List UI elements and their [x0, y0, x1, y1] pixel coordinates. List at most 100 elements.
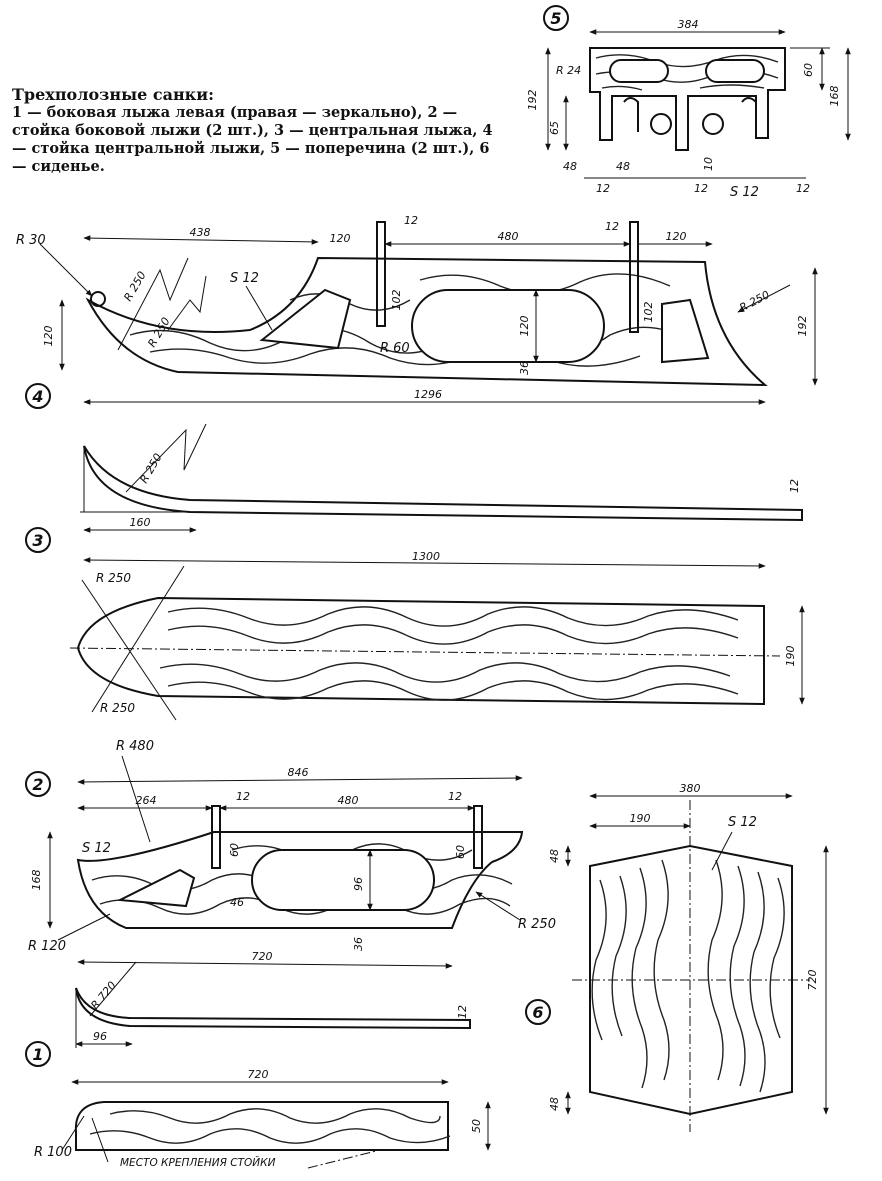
dim-120c: 120 [518, 316, 531, 337]
wood-grain [129, 273, 691, 367]
dim-r60: R 60 [380, 341, 410, 356]
dim-r720: R 720 [88, 979, 119, 1012]
part3-central-ski: 3 R 250 160 12 1300 R 250 R 250 190 [25, 423, 805, 721]
part-number-circle [25, 1041, 51, 1067]
label-s12: S 12 [230, 271, 259, 286]
leader-line [711, 831, 733, 871]
dim-120a: 120 [330, 232, 351, 245]
part-number-6: 6 [532, 1003, 543, 1022]
part-number-1: 1 [32, 1045, 43, 1064]
dim-160: 160 [130, 516, 151, 529]
label-s12: S 12 [728, 815, 757, 830]
dim-96: 96 [352, 877, 365, 891]
dim-r250: R 250 [518, 917, 556, 932]
leader-line [307, 1149, 381, 1169]
rounded-notches [623, 97, 757, 132]
dim-438: 438 [190, 226, 211, 239]
right-cutout [661, 298, 710, 364]
leader-line [61, 1115, 85, 1151]
dim-r250a: R 250 [137, 451, 164, 485]
dim-line [83, 235, 319, 245]
dim-36: 36 [518, 361, 531, 375]
dim-60a: 60 [228, 843, 241, 857]
caption-title: Трехполозные санки: [12, 85, 215, 104]
label-s12: S 12 [730, 185, 759, 200]
dim-12: 12 [788, 479, 801, 493]
part-number-5: 5 [550, 9, 561, 28]
wood-grain [159, 606, 739, 701]
triangular-cutout [259, 288, 352, 350]
leader-line [737, 284, 791, 313]
dim-r250b: R 250 [145, 315, 172, 349]
dim-102a: 102 [390, 290, 403, 311]
dim-1300: 1300 [412, 550, 440, 563]
part-number-2: 2 [32, 775, 43, 794]
part-number-circle [25, 771, 51, 797]
dim-384: 384 [678, 18, 699, 31]
leader-line [39, 243, 93, 297]
dim-102b: 102 [642, 302, 655, 323]
bolt-hole-left [650, 113, 672, 135]
dim-50: 50 [470, 1119, 483, 1133]
dim-r480: R 480 [116, 739, 154, 754]
part-number-circle [25, 527, 51, 553]
dim-12: 12 [456, 1005, 469, 1019]
dim-line [77, 959, 453, 969]
dim-12a: 12 [236, 790, 250, 803]
part5-crossbar: 5 384 192 R 24 65 48 48 12 12 12 10 S 12… [526, 5, 851, 200]
dim-48a: 48 [548, 849, 561, 863]
dim-12b: 12 [605, 220, 619, 233]
dim-r100: R 100 [34, 1145, 72, 1160]
dim-12b: 12 [448, 790, 462, 803]
dim-1296: 1296 [414, 388, 442, 401]
dim-480: 480 [498, 230, 519, 243]
dim-96: 96 [93, 1030, 107, 1043]
dim-r24: R 24 [556, 64, 581, 77]
radius-line [91, 565, 185, 713]
dim-192: 192 [526, 90, 539, 111]
dim-120v: 120 [42, 326, 55, 347]
ski-top-view [74, 1101, 449, 1151]
crossbar-slot-left [609, 59, 669, 83]
part-number-circle [25, 383, 51, 409]
part2-side-stand: 2 R 480 846 264 12 480 12 S 12 168 60 60… [25, 739, 556, 969]
leader-line [57, 913, 111, 941]
radius-zigzag [125, 423, 207, 493]
leader-line [91, 1117, 109, 1163]
oval-cutout [411, 289, 605, 363]
dim-r120: R 120 [28, 939, 66, 954]
dim-12a: 12 [404, 214, 418, 227]
crossbar-slot-right [705, 59, 765, 83]
ski-side-profile [83, 445, 803, 522]
dim-380: 380 [680, 782, 701, 795]
center-line [69, 647, 781, 657]
dim-168: 168 [30, 870, 43, 891]
dim-10: 10 [702, 157, 715, 171]
radius-line [89, 961, 137, 1017]
dim-846: 846 [288, 766, 309, 779]
dim-190: 190 [630, 812, 651, 825]
pivot-circle [90, 291, 106, 307]
radius-zigzag [117, 257, 189, 351]
oval-cutout [251, 849, 435, 911]
dim-line [83, 557, 766, 569]
dim-120b: 120 [666, 230, 687, 243]
dim-60b: 60 [454, 845, 467, 859]
dim-480: 480 [338, 794, 359, 807]
part-number-circle [525, 999, 551, 1025]
dim-264: 264 [136, 794, 157, 807]
dim-48b: 48 [548, 1097, 561, 1111]
mount-point-label: МЕСТО КРЕПЛЕНИЯ СТОЙКИ [120, 1156, 276, 1169]
dim-line [77, 775, 523, 785]
wood-grain [595, 54, 779, 91]
slot-left [376, 221, 386, 327]
dim-r250c: R 250 [100, 701, 135, 715]
dim-168: 168 [828, 86, 841, 107]
dim-48a: 48 [563, 160, 577, 173]
figure-caption: Трехполозные санки: 1 — боковая лыжа лев… [12, 86, 502, 176]
radius-zigzag [167, 275, 207, 331]
dim-192: 192 [796, 316, 809, 337]
ski-top-view [76, 596, 765, 706]
ski-side-profile [75, 987, 471, 1030]
